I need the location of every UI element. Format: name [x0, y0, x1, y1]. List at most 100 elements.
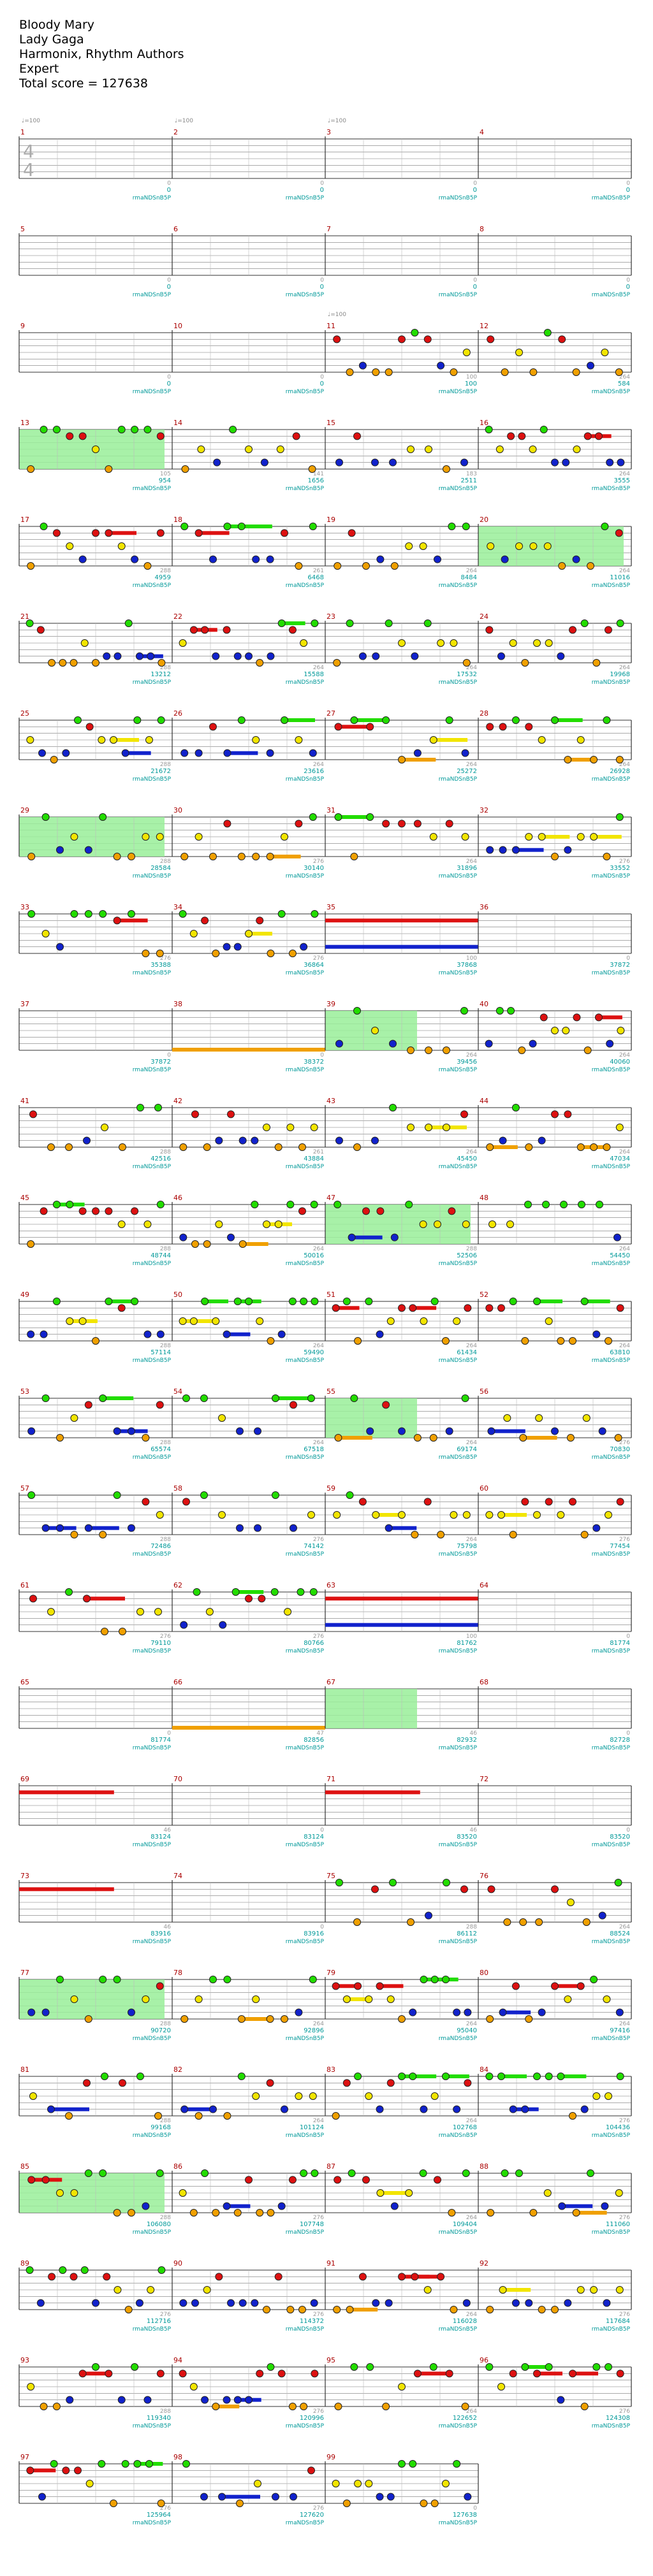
note-gem: [501, 2169, 509, 2177]
measure-number: 85: [20, 2162, 29, 2171]
note-gem: [281, 2105, 288, 2113]
note-gem: [65, 1588, 73, 1596]
sustain-tail: [235, 1590, 264, 1594]
note-gem: [487, 1427, 495, 1435]
measure-score: 31896: [457, 865, 477, 872]
note-gem: [371, 458, 379, 467]
note-gem: [223, 626, 231, 634]
measure-score: 83520: [610, 1834, 630, 1841]
sustain-red: [325, 1596, 478, 1601]
author-tag: rmaNDSnB5P: [439, 1648, 478, 1654]
sustain-tail: [413, 1306, 437, 1310]
note-gem: [605, 1337, 612, 1345]
note-gem: [529, 445, 537, 453]
note-gem: [583, 432, 592, 440]
note-gem: [453, 2008, 461, 2016]
author-tag: rmaNDSnB5P: [439, 582, 478, 589]
author-tag: rmaNDSnB5P: [133, 873, 172, 879]
measure-score: 112716: [147, 2318, 171, 2325]
note-gem: [156, 1401, 164, 1409]
note-gem: [346, 2306, 354, 2313]
measure-score: 88524: [610, 1930, 630, 1937]
measure-number: 60: [480, 1484, 488, 1493]
author-tag: rmaNDSnB5P: [286, 2132, 325, 2139]
streak-value: 264: [466, 2408, 477, 2415]
streak-value: 264: [619, 665, 630, 671]
author-tag: rmaNDSnB5P: [133, 389, 172, 395]
sustain-tail: [338, 815, 372, 819]
streak-value: 276: [160, 2312, 171, 2318]
note-gem: [551, 853, 559, 860]
author-tag: rmaNDSnB5P: [439, 1261, 478, 1267]
author-tag: rmaNDSnB5P: [439, 1164, 478, 1170]
note-gem: [288, 2403, 297, 2410]
measure-number: 12: [480, 322, 488, 330]
note-gem: [83, 1136, 91, 1145]
measure-score: 0: [626, 284, 630, 291]
note-gem: [256, 659, 264, 667]
note-gem: [256, 2209, 264, 2217]
measure-number: 45: [20, 1194, 29, 1202]
note-gem: [114, 652, 122, 660]
note-gem: [572, 368, 580, 376]
author-tag: rmaNDSnB5P: [286, 2423, 325, 2429]
sustain-red: [325, 1790, 420, 1795]
note-gem: [84, 910, 92, 918]
note-gem: [136, 2073, 144, 2080]
note-gem: [515, 2169, 523, 2177]
note-gem: [311, 619, 319, 627]
note-gem: [605, 2092, 612, 2100]
note-gem: [41, 2176, 50, 2184]
note-gem: [423, 1498, 432, 1506]
note-gem: [245, 1298, 253, 1305]
author-tag: rmaNDSnB5P: [286, 1939, 325, 1945]
note-gem: [461, 2403, 469, 2410]
note-gem: [298, 2306, 306, 2313]
measure-number: 84: [480, 2066, 488, 2074]
measure-number: 76: [480, 1872, 488, 1880]
measure-number: 95: [326, 2356, 335, 2364]
note-gem: [272, 2493, 279, 2501]
note-gem: [385, 1524, 393, 1532]
note-gem: [334, 2403, 342, 2410]
measure-number: 62: [173, 1581, 182, 1589]
note-gem: [98, 2460, 106, 2468]
note-gem: [362, 2176, 370, 2184]
note-gem: [267, 950, 275, 957]
streak-value: 141: [313, 471, 324, 477]
measure-number: 77: [20, 1969, 29, 1977]
measure-number: 6: [173, 225, 178, 233]
measure-score: 117684: [606, 2318, 630, 2325]
measure-score: 1656: [308, 477, 324, 484]
sustain-tail: [515, 848, 544, 852]
measure-score: 106080: [147, 2221, 171, 2228]
author-tag: rmaNDSnB5P: [286, 1357, 325, 1364]
note-gem: [545, 1317, 553, 1325]
author-tag: rmaNDSnB5P: [133, 582, 172, 589]
note-gem: [128, 2209, 135, 2217]
sustain-tail: [584, 1299, 610, 1303]
note-gem: [429, 736, 437, 744]
note-gem: [310, 1201, 318, 1208]
streak-value: 0: [167, 180, 171, 187]
measure-score: 99168: [150, 2124, 171, 2131]
note-gem: [543, 329, 552, 336]
note-gem: [156, 1982, 164, 1990]
note-gem: [201, 2169, 209, 2177]
note-gem: [62, 2466, 70, 2475]
measure-score: 28584: [150, 865, 171, 872]
note-gem: [462, 2169, 470, 2177]
note-gem: [557, 1337, 565, 1345]
note-gem: [209, 2105, 217, 2113]
streak-value: 46: [164, 1827, 172, 1834]
note-gem: [419, 542, 427, 550]
note-gem: [237, 853, 246, 860]
note-gem: [450, 1511, 458, 1519]
note-gem: [92, 445, 99, 453]
note-gem: [460, 1110, 468, 1118]
sustain-tail: [216, 2405, 240, 2408]
note-gem: [485, 1511, 494, 1519]
sustain-tail: [537, 1299, 562, 1303]
note-gem: [179, 1317, 187, 1325]
note-gem: [223, 2202, 231, 2210]
